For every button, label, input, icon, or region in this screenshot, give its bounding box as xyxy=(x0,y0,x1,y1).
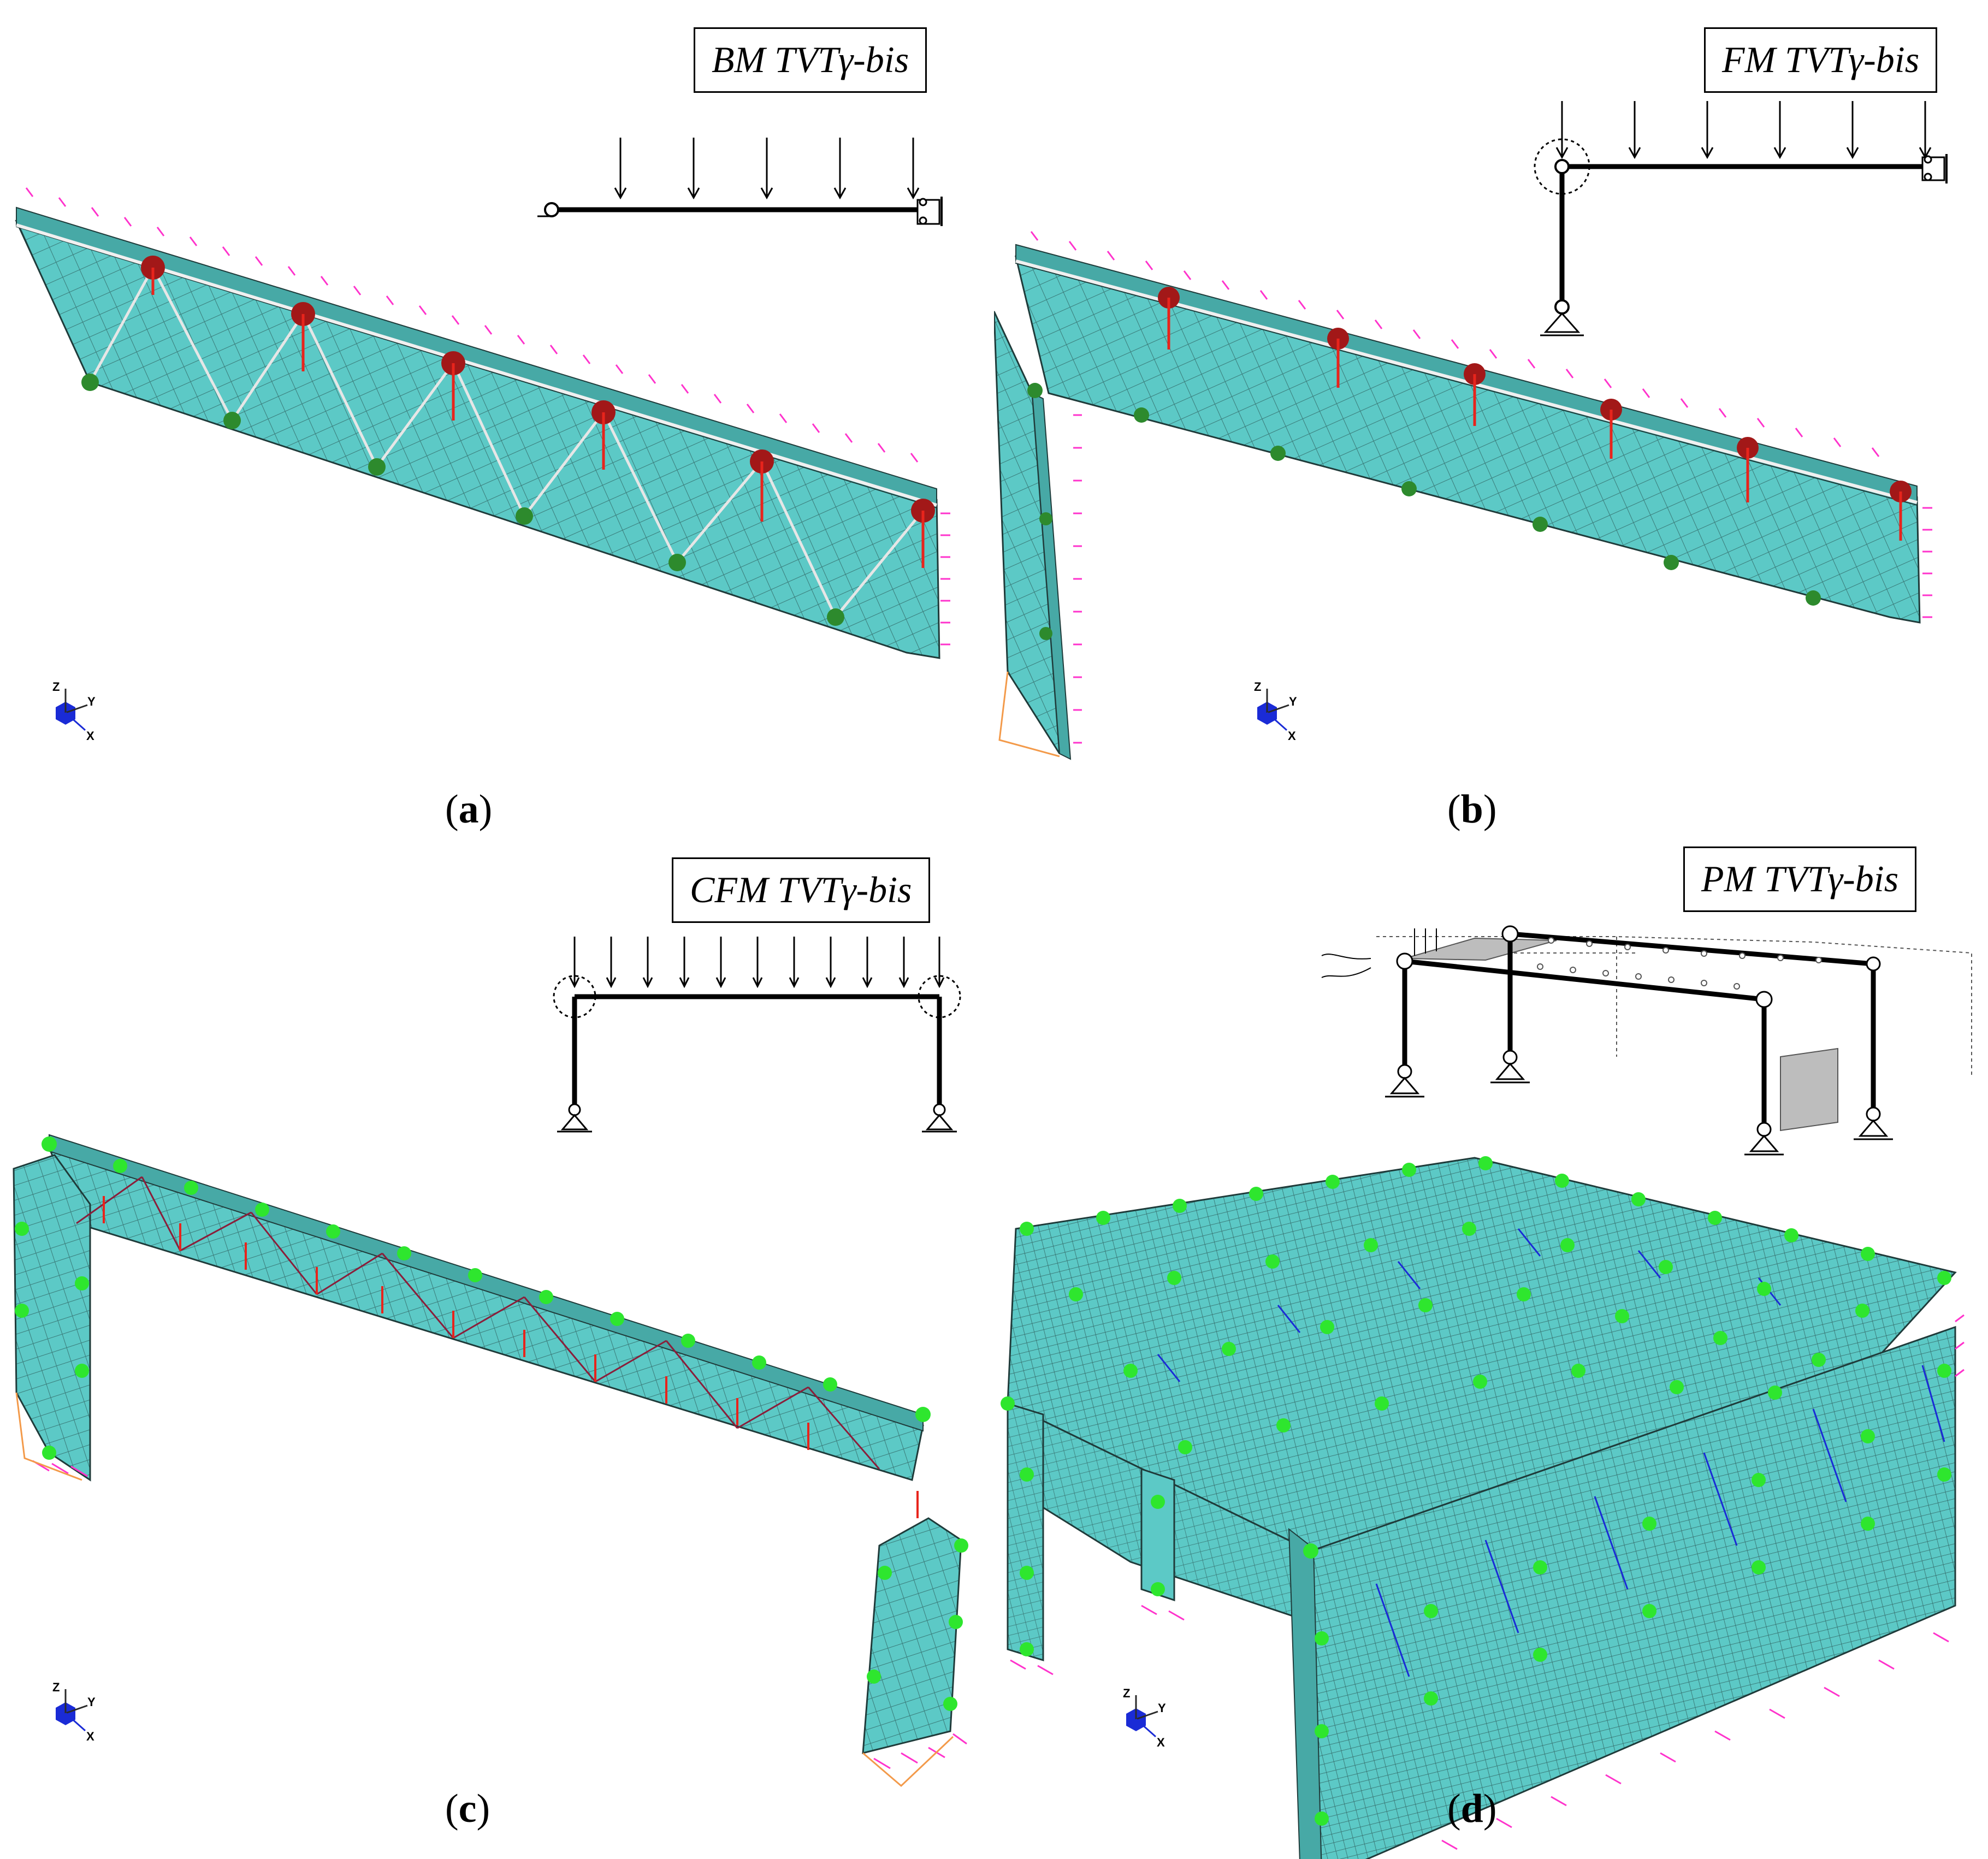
panel-d-caption: (d) xyxy=(1447,1786,1497,1831)
axis-z-label: Z xyxy=(52,680,60,694)
axis-x-label: X xyxy=(1157,1736,1165,1749)
static-scheme-beam xyxy=(537,138,943,226)
fem-model-frame xyxy=(994,101,1948,760)
portal-mesh xyxy=(1001,1156,1965,1859)
panel-c-caption: (c) xyxy=(445,1786,490,1831)
panel-a-title: BM TVTγ-bis xyxy=(694,27,927,93)
panel-b-title: FM TVTγ-bis xyxy=(1704,27,1938,93)
axis-y-label: Y xyxy=(87,695,96,708)
static-scheme-frame xyxy=(1534,101,1948,336)
panel-d-title-box: PM TVTγ-bis xyxy=(1683,846,1917,912)
static-scheme-closed-frame xyxy=(553,937,961,1133)
panel-c-title-box: CFM TVTγ-bis xyxy=(672,857,930,923)
panel-a-caption: (a) xyxy=(445,787,493,832)
panel-d: Z Y X (d) xyxy=(994,846,1988,1859)
axis-x-label: X xyxy=(1288,729,1296,743)
axis-y-label: Y xyxy=(87,1695,96,1709)
fem-model-portal xyxy=(1001,925,1972,1859)
panel-b: FM TVTγ-bis Z Y X (b) xyxy=(994,0,1988,846)
panel-a: BM TVTγ-bis Z Y X (a) xyxy=(0,0,994,846)
closed-frame-mesh xyxy=(13,1134,968,1787)
axis-z-label: Z xyxy=(1254,680,1262,694)
fem-model-closed-frame xyxy=(13,937,968,1787)
fem-model-beam xyxy=(15,138,950,659)
axis-triad-a xyxy=(56,689,88,731)
static-scheme-portal xyxy=(1321,925,1972,1156)
axis-z-label: Z xyxy=(52,1680,60,1694)
beam-mesh xyxy=(15,187,950,659)
axis-z-label: Z xyxy=(1123,1686,1131,1700)
axis-y-label: Y xyxy=(1289,695,1297,708)
axis-triad-d xyxy=(1126,1695,1158,1738)
axis-triad-c xyxy=(56,1689,88,1732)
frame-mesh xyxy=(994,231,1932,760)
panel-c: Z Y X (c) xyxy=(0,846,994,1859)
panel-b-caption: (b) xyxy=(1447,787,1497,832)
axis-triad-b xyxy=(1257,689,1289,731)
axis-y-label: Y xyxy=(1158,1701,1166,1715)
axis-x-label: X xyxy=(86,729,94,743)
axis-x-label: X xyxy=(86,1730,94,1743)
restraint-hatching xyxy=(25,187,950,646)
